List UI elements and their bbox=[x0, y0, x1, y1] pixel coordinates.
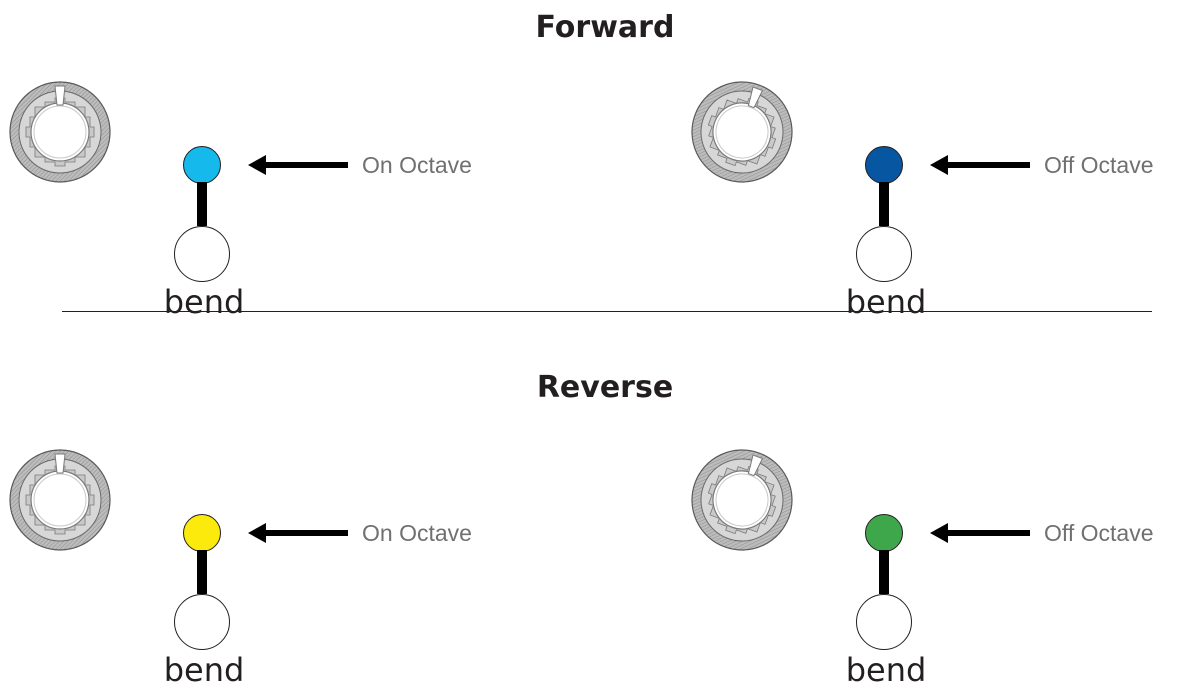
forward-on-octave-setting: bend On Octave bbox=[0, 68, 600, 318]
bend-footswitch[interactable] bbox=[856, 594, 912, 650]
knob-turned-icon bbox=[690, 80, 794, 184]
bend-footswitch[interactable] bbox=[174, 594, 230, 650]
forward-heading: Forward bbox=[535, 10, 675, 45]
knob-up-icon bbox=[8, 448, 112, 552]
off-octave-label: Off Octave bbox=[1044, 520, 1154, 546]
arrow-left-icon bbox=[248, 152, 348, 178]
reverse-heading: Reverse bbox=[536, 370, 674, 405]
arrow-left-icon bbox=[248, 520, 348, 546]
led-indicator bbox=[183, 514, 221, 552]
led-indicator bbox=[183, 146, 221, 184]
on-octave-label: On Octave bbox=[362, 152, 472, 178]
bend-label: bend bbox=[845, 283, 927, 321]
reverse-off-octave-setting: bend Off Octave bbox=[682, 436, 1200, 686]
bend-footswitch[interactable] bbox=[856, 226, 912, 282]
bend-label: bend bbox=[845, 651, 927, 689]
arrow-left-icon bbox=[930, 152, 1030, 178]
led-indicator bbox=[865, 146, 903, 184]
switch-stem bbox=[197, 550, 207, 594]
off-octave-label: Off Octave bbox=[1044, 152, 1154, 178]
switch-stem bbox=[197, 182, 207, 226]
switch-stem bbox=[879, 550, 889, 594]
reverse-on-octave-setting: bend On Octave bbox=[0, 436, 600, 686]
arrow-left-icon bbox=[930, 520, 1030, 546]
bend-label: bend bbox=[163, 283, 245, 321]
switch-stem bbox=[879, 182, 889, 226]
forward-off-octave-setting: bend Off Octave bbox=[682, 68, 1200, 318]
section-divider bbox=[62, 311, 1152, 312]
bend-footswitch[interactable] bbox=[174, 226, 230, 282]
knob-up-icon bbox=[8, 80, 112, 184]
on-octave-label: On Octave bbox=[362, 520, 472, 546]
bend-label: bend bbox=[163, 651, 245, 689]
led-indicator bbox=[865, 514, 903, 552]
knob-turned-icon bbox=[690, 448, 794, 552]
